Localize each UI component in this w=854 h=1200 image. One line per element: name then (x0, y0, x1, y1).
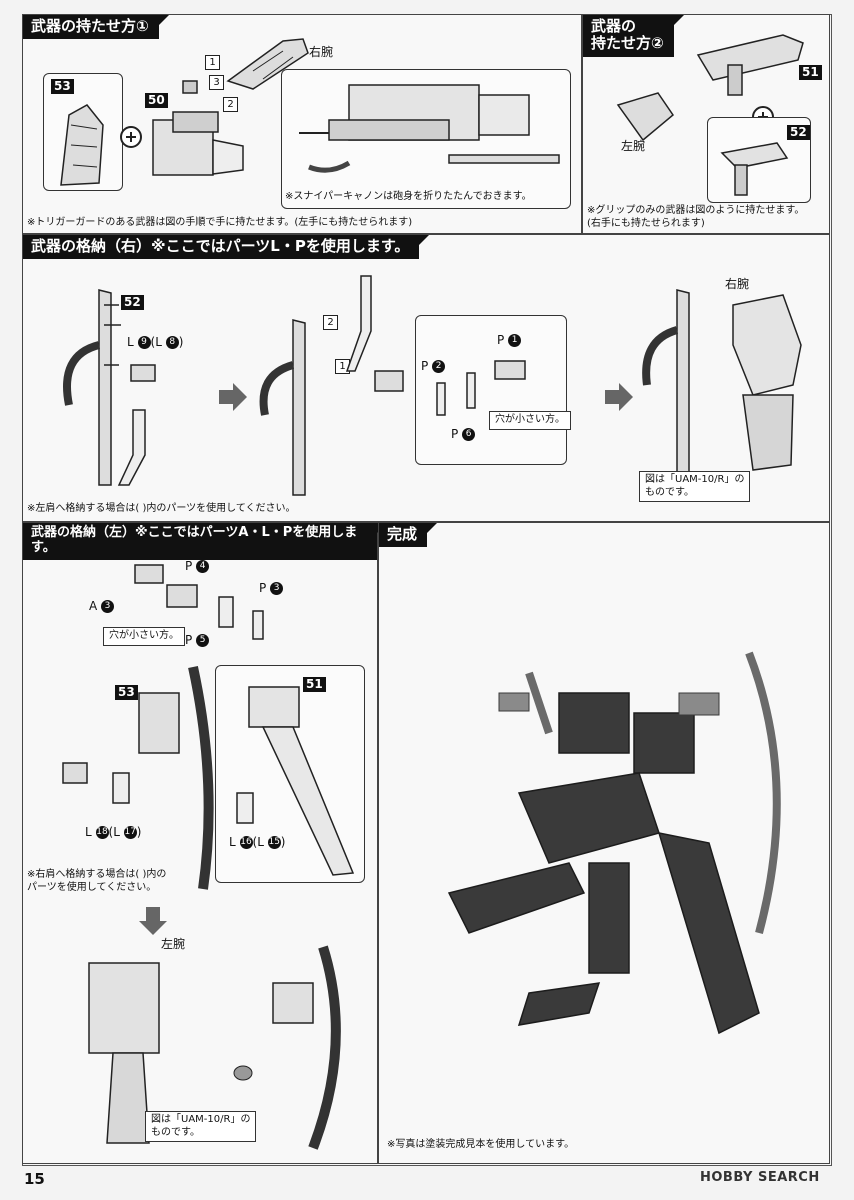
hand-assembly-illustration (152, 111, 244, 176)
bracket-arm-illustration (345, 275, 372, 372)
p-parts-illustration (166, 584, 264, 640)
part-number-50: 50 (145, 93, 168, 109)
part-number-51: 51 (799, 65, 822, 81)
num-l8: 8 (165, 336, 179, 349)
label-l16-l15: L 16(L 15) (229, 835, 286, 849)
figure-note-uam-10r: 図は「UAM-10/R」の ものです。 (639, 471, 751, 502)
label-right-arm: 右腕 (725, 277, 750, 291)
label-part-l9-l8: L 9(L 8) (127, 335, 184, 349)
left-arm-storage-illustration (88, 945, 341, 1150)
label-right-arm: 右腕 (309, 45, 334, 59)
num-p5: 5 (196, 634, 210, 647)
part-number-53: 53 (115, 685, 138, 701)
section-title: 完成 (379, 523, 438, 548)
num-a3: 3 (101, 600, 115, 613)
part-number-52: 52 (121, 295, 144, 311)
weapon-52-assembled-illustration (259, 319, 306, 496)
part-number-51: 51 (303, 677, 326, 693)
num-p6: 6 (462, 428, 476, 441)
section-title: 武器の持たせ方① (23, 15, 169, 40)
section-title: 武器の 持たせ方② (583, 15, 684, 57)
section-completed: 完成 ※写真は塗装完成見本を使用しています。 (378, 522, 830, 1164)
weapon-51-illustration (236, 686, 355, 876)
section-weapon-holding-2: 武器の 持たせ方② 51 左腕 52 ※グリップのみの武器は図のように持たせます… (582, 14, 830, 234)
arrow-right-icon (219, 383, 247, 411)
callout-sniper-note: ※スナイパーキャノンは砲身を折りたたんでおきます。 (285, 191, 532, 202)
section-weapon-holding-1: 武器の持たせ方① 53 50 1 3 2 右腕 ※スナイパーキャノンは砲身を折り… (22, 14, 582, 234)
label-p5: P 5 (185, 633, 210, 647)
hand-illustration (60, 104, 104, 186)
num-l9: 9 (137, 336, 151, 349)
left-hand-illustration (616, 92, 675, 142)
num-l16: 16 (239, 836, 253, 849)
step-number-2: 2 (323, 315, 338, 330)
footnote-grip-line2: (右手にも持たせられます) (587, 218, 705, 229)
num-p3: 3 (270, 582, 284, 595)
num-l15: 15 (267, 836, 281, 849)
label-p3: P 3 (259, 581, 284, 595)
label-p1: P 1 (497, 333, 522, 347)
brand-watermark: HOBBY SEARCH (700, 1170, 820, 1185)
footnote-right-shoulder-line1: ※右肩へ格納する場合は( )内の (27, 869, 167, 880)
footnote-right-shoulder-line2: パーツを使用してください。 (27, 882, 157, 893)
footnote-left-shoulder: ※左肩へ格納する場合は( )内のパーツを使用してください。 (27, 503, 296, 514)
arrow-down-icon (139, 907, 167, 935)
section-storage-right: 武器の格納（右）※ここではパーツL・Pを使用します。 52 L 9(L 8) 1… (22, 234, 830, 522)
callout-hole-small-side: 穴が小さい方。 (489, 411, 571, 430)
small-part-illustration (182, 80, 198, 94)
label-l: L (127, 335, 134, 349)
num-l17: 17 (123, 826, 137, 839)
step-number-3: 3 (209, 75, 224, 90)
zoom-circle-icon (120, 126, 142, 148)
num-l18: 18 (95, 826, 109, 839)
completed-model-photo (447, 651, 781, 1035)
clip-part-illustration (374, 370, 404, 392)
num-p1: 1 (508, 334, 522, 347)
weapon-52-illustration (63, 289, 121, 486)
part-number-53: 53 (51, 79, 74, 95)
label-p4: P 4 (185, 559, 210, 573)
section-title-line2: 持たせ方② (591, 34, 664, 53)
weapon-53-storage-illustration (62, 665, 214, 890)
step-number-1: 1 (205, 55, 220, 70)
label-p6: P 6 (451, 427, 476, 441)
right-arm-storage-illustration (642, 289, 802, 476)
grip-weapon-illustration (696, 34, 804, 96)
section-title: 武器の格納（左）※ここではパーツA・L・Pを使用します。 (23, 523, 387, 560)
sniper-cannon-illustration (299, 84, 560, 173)
a-part-illustration (134, 564, 164, 584)
label-left-arm: 左腕 (161, 937, 186, 951)
label-left-arm: 左腕 (621, 139, 646, 153)
bracket-parts-illustration (117, 364, 156, 486)
footnote-grip-line1: ※グリップのみの武器は図のように持たせます。 (587, 205, 805, 216)
num-p2: 2 (432, 360, 446, 373)
right-arm-illustration (226, 38, 309, 90)
p-parts-illustration (436, 360, 526, 416)
page-number: 15 (24, 1170, 45, 1188)
step-number-2: 2 (223, 97, 238, 112)
footnote-trigger-guard: ※トリガーガードのある武器は図の手順で手に持たせます。(左手にも持たせられます) (27, 217, 413, 228)
arrow-right-icon (605, 383, 633, 411)
section-title: 武器の格納（右）※ここではパーツL・Pを使用します。 (23, 235, 430, 260)
label-l18-l17: L 18(L 17) (85, 825, 142, 839)
section-storage-left: 武器の格納（左）※ここではパーツA・L・Pを使用します。 P 4 A 3 P 3… (22, 522, 387, 1164)
grip-detail-illustration (720, 142, 789, 196)
footnote-painted-sample: ※写真は塗装完成見本を使用しています。 (387, 1139, 575, 1150)
label-p2: P 2 (421, 359, 446, 373)
section-title-line1: 武器の (591, 17, 637, 35)
label-a3: A 3 (89, 599, 115, 613)
part-number-52: 52 (787, 125, 810, 141)
figure-note-uam-10r: 図は「UAM-10/R」の ものです。 (145, 1111, 257, 1142)
num-p4: 4 (196, 560, 210, 573)
callout-hole-small-side: 穴が小さい方。 (103, 627, 185, 646)
